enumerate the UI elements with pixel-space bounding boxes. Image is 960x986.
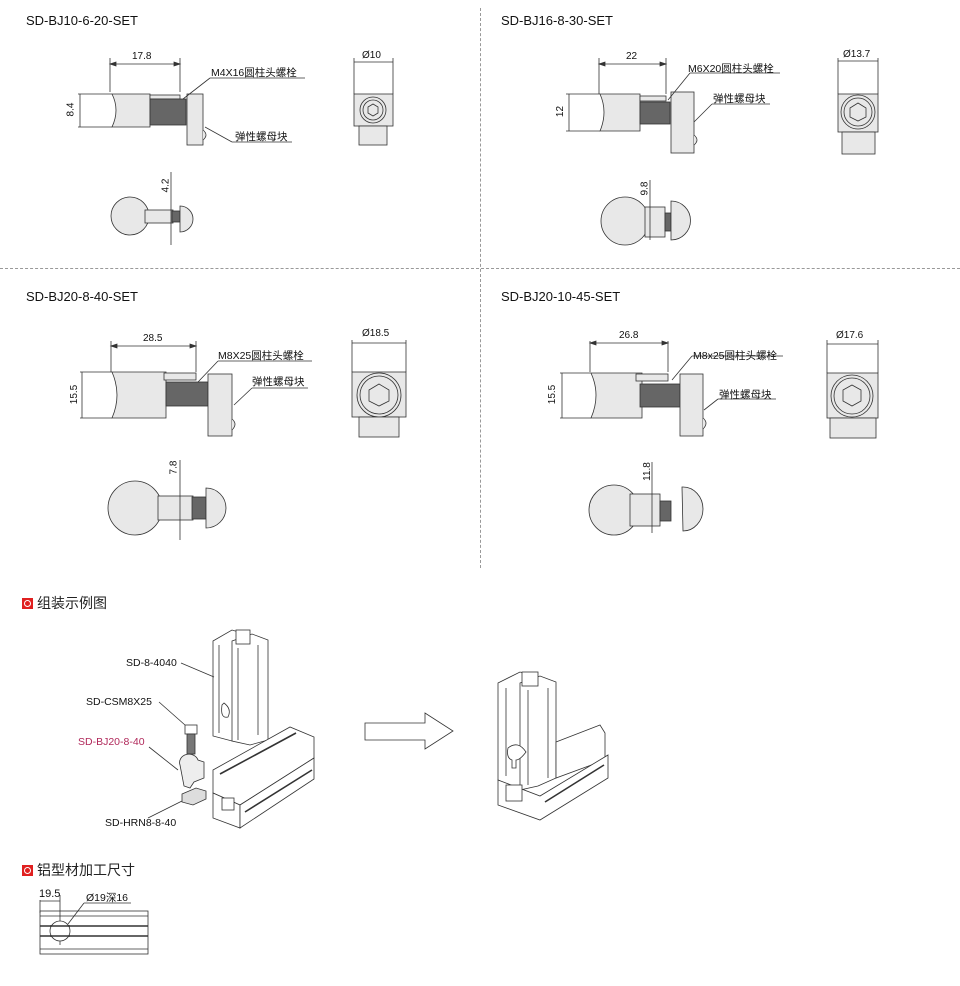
length-dimension: 22 (626, 51, 638, 62)
bolt-callout: M8X25圆柱头螺栓 (218, 350, 304, 362)
connector-label: SD-BJ20-8-40 (78, 736, 145, 748)
horizontal-divider (0, 268, 960, 269)
bolt-callout: M4X16圆柱头螺栓 (211, 67, 297, 79)
machining-heading-text: 铝型材加工尺寸 (37, 862, 135, 878)
tnut-part (181, 787, 207, 806)
length-dimension: 26.8 (619, 330, 639, 341)
profile-label: SD-8-4040 (126, 657, 177, 669)
diameter-dimension: Ø18.5 (362, 328, 390, 339)
nut-callout: 弹性螺母块 (713, 93, 766, 105)
bolt-callout: M6X20圆柱头螺栓 (688, 63, 774, 75)
bj20-8-drawing (80, 340, 407, 540)
assembly-heading-text: 组装示例图 (37, 595, 107, 611)
diameter-dimension: Ø13.7 (843, 49, 871, 60)
nut-callout: 弹性螺母块 (235, 131, 288, 143)
machining-heading: 铝型材加工尺寸 (22, 860, 135, 880)
diameter-dimension: Ø10 (362, 50, 381, 61)
length-dimension: 28.5 (143, 333, 163, 344)
assembly-heading: 组装示例图 (22, 593, 107, 613)
nut-callout: 弹性螺母块 (252, 376, 305, 388)
connector-part (179, 753, 205, 789)
panel-title: SD-BJ20-10-45-SET (501, 289, 621, 304)
bj10-drawing (78, 58, 394, 245)
hole-dimension: Ø19深16 (86, 892, 129, 904)
vertical-divider (480, 8, 481, 568)
tnut-label: SD-HRN8-8-40 (105, 817, 177, 829)
bolt-callout: M8x25圆柱头螺栓 (693, 350, 778, 362)
nut-callout: 弹性螺母块 (719, 389, 772, 401)
vertical-profile-exploded (212, 629, 269, 746)
offset-dimension: 19.5 (39, 888, 61, 900)
length-dimension: 17.8 (132, 51, 152, 62)
red-square-bullet-icon (22, 597, 33, 609)
assembled-profile (497, 671, 609, 821)
bj20-10-drawing (560, 340, 879, 536)
red-square-bullet-icon (22, 864, 33, 876)
panel-title: SD-BJ20-8-40-SET (26, 289, 138, 304)
screw-label: SD-CSM8X25 (86, 696, 152, 708)
diameter-dimension: Ø17.6 (836, 330, 864, 341)
panel-title: SD-BJ16-8-30-SET (501, 13, 613, 28)
panel-title: SD-BJ10-6-20-SET (26, 13, 138, 28)
horizontal-profile-exploded (212, 726, 315, 829)
bj16-drawing (566, 58, 879, 246)
arrow-right-icon (364, 712, 454, 750)
